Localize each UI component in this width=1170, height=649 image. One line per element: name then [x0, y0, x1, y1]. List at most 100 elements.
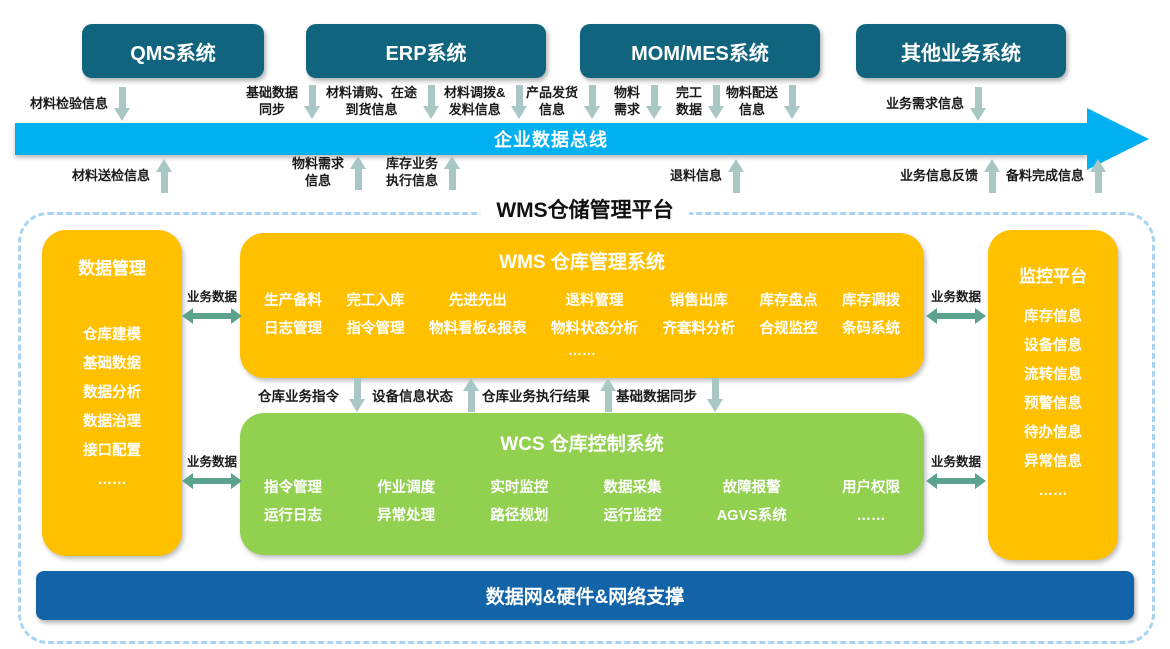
wms-feature-column: 库存盘点合规监控: [759, 287, 817, 343]
wcs-feature-column: 数据采集运行监控: [604, 474, 662, 530]
link-label: 业务数据: [930, 290, 981, 304]
link-label: 产品发货 信息: [526, 85, 579, 117]
wcs-feature-column: 实时监控路径规划: [490, 474, 548, 530]
link-label: 备料完成信息: [1006, 167, 1085, 183]
enterprise-data-bus: 企业数据总线: [15, 123, 1087, 155]
wms-feature-column: 库存调拨条码系统: [842, 287, 900, 343]
feature-item: 物料状态分析: [550, 321, 638, 337]
down-arrow-icon: [423, 85, 440, 119]
feature-item: 运行日志: [264, 508, 322, 524]
double-arrow-icon: [926, 308, 986, 324]
bus-top-link: 物料 需求: [614, 84, 663, 120]
feature-item: 用户权限: [841, 480, 900, 496]
down-arrow-icon: [970, 87, 987, 121]
bus-bottom-link: 材料送检信息: [72, 158, 173, 194]
feature-item: 生产备料: [264, 293, 322, 309]
wms-feature-column: 生产备料日志管理: [264, 287, 322, 343]
bus-top-link: 材料调拨& 发料信息: [444, 84, 528, 120]
panel-item: 流转信息: [1024, 367, 1082, 383]
feature-item: 指令管理: [264, 480, 322, 496]
panel-item: 异常信息: [1024, 454, 1082, 470]
up-arrow-icon: [156, 159, 173, 193]
up-arrow-icon: [1090, 159, 1107, 193]
up-arrow-icon: [350, 156, 367, 190]
down-arrow-icon: [304, 85, 321, 119]
down-arrow-icon: [784, 85, 801, 119]
foundation-bar: 数据网&硬件&网络支撑: [36, 571, 1134, 620]
double-arrow-icon: [182, 308, 242, 324]
feature-item: 销售出库: [669, 293, 728, 309]
up-arrow-icon: [600, 378, 617, 412]
feature-item: 数据采集: [603, 480, 662, 496]
feature-item: 齐套料分析: [662, 321, 735, 337]
up-arrow-icon: [984, 159, 1001, 193]
down-arrow-icon: [114, 87, 131, 121]
link-label: 业务信息反馈: [900, 167, 979, 183]
link-label: 材料调拨& 发料信息: [444, 85, 506, 117]
system-box-erp: ERP系统: [306, 24, 546, 78]
business-data-link-right-wcs: 业务数据: [924, 451, 988, 489]
feature-item: 路径规划: [490, 508, 549, 524]
feature-item: 合规监控: [759, 321, 818, 337]
wms-feature-column: 退料管理物料状态分析: [551, 287, 638, 343]
link-label: 材料送检信息: [72, 167, 151, 183]
bus-label: 企业数据总线: [494, 130, 608, 150]
panel-item: 数据分析: [83, 385, 141, 401]
mid-link: 仓库业务指令: [258, 378, 366, 412]
link-label: 材料请购、在途 到货信息: [326, 85, 418, 117]
link-label: 仓库业务执行结果: [482, 389, 590, 404]
monitoring-panel: 监控平台 库存信息 设备信息 流转信息 预警信息 待办信息 异常信息 ……: [988, 230, 1118, 560]
system-label: QMS系统: [130, 42, 216, 65]
bus-bottom-link: 备料完成信息: [1006, 158, 1107, 194]
link-label: 材料检验信息: [30, 95, 109, 111]
wcs-feature-column: 指令管理运行日志: [264, 474, 322, 530]
system-box-mom-mes: MOM/MES系统: [580, 24, 820, 78]
feature-item: 指令管理: [346, 321, 405, 337]
panel-item: 基础数据: [83, 356, 141, 372]
feature-item: ……: [856, 508, 886, 524]
system-label: ERP系统: [385, 42, 467, 65]
wcs-feature-column: 作业调度异常处理: [377, 474, 435, 530]
bus-top-link: 材料检验信息: [30, 86, 131, 122]
up-arrow-icon: [463, 378, 480, 412]
link-label: 物料配送 信息: [726, 85, 779, 117]
link-label: 完工 数据: [676, 85, 703, 117]
panel-item-ellipsis: ……: [1038, 483, 1068, 499]
down-arrow-icon: [511, 85, 528, 119]
platform-title: WMS仓储管理平台: [480, 194, 690, 224]
link-label: 退料信息: [670, 167, 723, 183]
bus-top-link: 材料请购、在途 到货信息: [326, 84, 440, 120]
feature-item: 库存调拨: [841, 293, 900, 309]
link-label: 物料需求 信息: [292, 156, 345, 188]
system-box-other: 其他业务系统: [856, 24, 1066, 78]
panel-item: 预警信息: [1024, 396, 1082, 412]
feature-item: 实时监控: [490, 480, 549, 496]
business-data-link-left-wms: 业务数据: [180, 286, 244, 324]
system-label: MOM/MES系统: [631, 42, 769, 65]
down-arrow-icon: [707, 378, 724, 412]
mid-link: 设备信息状态: [372, 378, 480, 412]
down-arrow-icon: [584, 85, 601, 119]
link-label: 业务数据: [930, 455, 981, 469]
link-label: 设备信息状态: [372, 389, 453, 404]
panel-title: WCS 仓库控制系统: [500, 434, 664, 455]
link-label: 仓库业务指令: [258, 389, 339, 404]
double-arrow-icon: [926, 473, 986, 489]
down-arrow-icon: [349, 378, 366, 412]
business-data-link-right-wms: 业务数据: [924, 286, 988, 324]
down-arrow-icon: [708, 85, 725, 119]
bus-top-link: 物料配送 信息: [726, 84, 801, 120]
feature-item: 完工入库: [346, 293, 405, 309]
down-arrow-icon: [646, 85, 663, 119]
feature-item: 先进先出: [448, 293, 507, 309]
panel-item: 数据治理: [83, 414, 141, 430]
panel-title: 数据管理: [78, 259, 146, 278]
link-label: 物料 需求: [614, 85, 641, 117]
feature-item: 异常处理: [377, 508, 436, 524]
mid-link: 仓库业务执行结果: [482, 378, 617, 412]
link-label: 库存业务 执行信息: [386, 156, 439, 188]
link-label: 业务需求信息: [886, 95, 965, 111]
up-arrow-icon: [728, 159, 745, 193]
feature-item: 故障报警: [722, 480, 781, 496]
feature-item: 日志管理: [264, 321, 322, 337]
